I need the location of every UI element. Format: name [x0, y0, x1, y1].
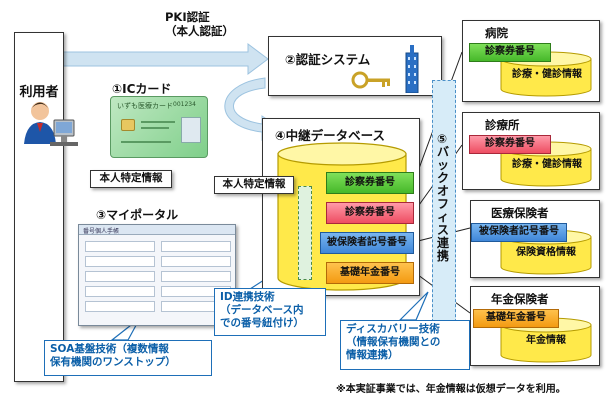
db-item-insured-number: 被保険者記号番号	[320, 232, 414, 254]
ic-card-caption: 本人特定情報	[90, 170, 172, 188]
pki-line2: （本人認証）	[165, 24, 234, 39]
building-icon	[405, 45, 419, 93]
institution-health-insurer: 医療保険者 被保険者記号番号 保険資格情報	[470, 200, 600, 278]
id-link-line3: での番号紐付け）	[220, 317, 304, 330]
institution-pension-insurer: 年金保険者 基礎年金番号 年金情報	[470, 286, 600, 366]
institution-tag: 基礎年金番号	[473, 309, 559, 328]
id-link-line2: （データベース内	[220, 304, 304, 317]
db-item-pension-number: 基礎年金番号	[326, 262, 414, 284]
user-label: 利用者	[19, 85, 59, 100]
institution-db-label: 診療・健診情報	[512, 69, 582, 80]
id-link-line1: ID連携技術	[220, 291, 275, 303]
ic-card-number: 001234	[173, 101, 196, 108]
ic-chip	[121, 119, 135, 131]
discovery-line2: （情報保有機関との	[346, 336, 441, 349]
institution-name: 医療保険者	[491, 206, 549, 220]
discovery-callout-pointer	[398, 291, 429, 321]
portal-mock-title: 番号個人手帳	[83, 228, 120, 235]
institution-name: 年金保険者	[491, 292, 549, 306]
institution-tag: 診察券番号	[469, 135, 551, 154]
db-item-clinic-card-clinic: 診察券番号	[326, 202, 414, 224]
soa-line2: 保有機関のワンストップ）	[50, 356, 176, 369]
relay-db-title: ④中継データベース	[275, 128, 385, 143]
ic-card-icon: いずも医療カード 001234	[110, 96, 208, 158]
user-column: 利用者	[14, 32, 64, 382]
person-at-computer-icon	[24, 102, 78, 146]
institution-db-label: 年金情報	[526, 335, 566, 346]
portal-title: ③マイポータル	[96, 208, 179, 222]
portal-menu-left	[85, 241, 155, 321]
ic-card-title: ①ICカード	[112, 82, 172, 96]
key-icon	[351, 71, 390, 89]
discovery-line1: ディスカバリー技術	[346, 323, 440, 335]
backoffice-strip: ⑤バックオフィス連携	[432, 80, 456, 342]
institution-tag: 診察券番号	[469, 43, 551, 62]
portal-header	[79, 225, 235, 235]
auth-system-title: ②認証システム	[285, 52, 371, 67]
institution-db-label: 保険資格情報	[516, 247, 576, 258]
pki-line1: PKI認証	[165, 10, 210, 24]
soa-line1: SOA基盤技術（複数情報	[50, 343, 169, 355]
ic-card-photo	[181, 117, 201, 143]
relay-db-personal-info: 本人特定情報	[214, 176, 294, 194]
portal-screenshot: 番号個人手帳	[78, 224, 236, 326]
auth-system-box: ②認証システム	[268, 36, 442, 96]
id-link-callout: ID連携技術 （データベース内 での番号紐付け）	[214, 288, 326, 336]
id-link-strip	[298, 186, 312, 280]
ic-card-text: いずも医療カード	[117, 102, 173, 110]
discovery-line3: 情報連携）	[346, 349, 399, 362]
institution-clinic: 診療所 診察券番号 診療・健診情報	[462, 112, 600, 190]
institution-hospital: 病院 診察券番号 診療・健診情報	[462, 20, 600, 102]
institution-tag: 被保険者記号番号	[471, 223, 567, 242]
institution-name: 病院	[485, 26, 508, 40]
db-item-clinic-card-hospital: 診察券番号	[326, 172, 414, 194]
footnote: ※本実証事業では、年金情報は仮想データを利用。	[336, 384, 566, 395]
institution-name: 診療所	[485, 118, 520, 132]
institution-db-label: 診療・健診情報	[512, 159, 582, 170]
discovery-callout: ディスカバリー技術 （情報保有機関との 情報連携）	[340, 320, 470, 370]
soa-callout: SOA基盤技術（複数情報 保有機関のワンストップ）	[44, 340, 212, 376]
portal-menu-right	[161, 241, 231, 321]
backoffice-label: ⑤バックオフィス連携	[437, 132, 450, 263]
pki-auth-label: PKI認証 （本人認証）	[165, 10, 234, 39]
pki-arrow	[61, 43, 269, 75]
